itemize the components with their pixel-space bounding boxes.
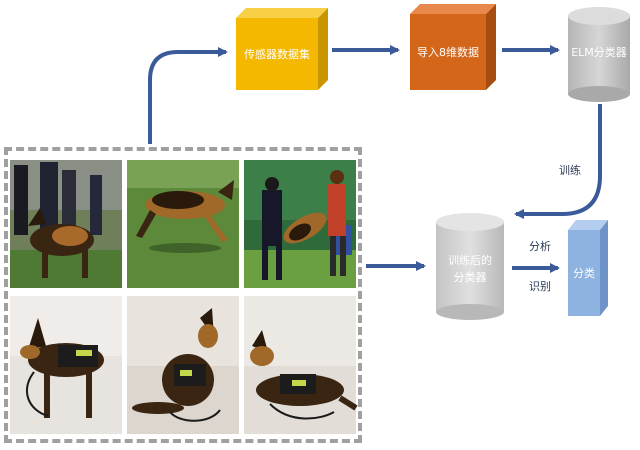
edge-label-train: 训练: [559, 163, 581, 177]
edge-label-recognize: 识别: [529, 280, 551, 293]
arrow-elm-to-trained: [514, 104, 602, 219]
sensor-dataset-label: 传感器数据集: [244, 47, 310, 61]
trained-classifier-cylinder: [436, 213, 504, 320]
trained-classifier-label-line2: 分类器: [454, 270, 487, 284]
import-data-box: [410, 4, 496, 90]
edge-label-analyze: 分析: [529, 239, 551, 253]
dog-photo-5: [127, 296, 239, 434]
classify-box: [568, 220, 608, 316]
dog-photo-3: [244, 160, 356, 288]
import-data-label: 导入8维数据: [417, 45, 479, 59]
dog-photo-2: [127, 160, 239, 288]
dog-photo-6: [244, 296, 358, 434]
classify-label: 分类: [573, 266, 595, 280]
dog-photo-1: [10, 160, 122, 288]
sensor-dataset-box: [236, 8, 328, 90]
elm-classifier-cylinder: [568, 7, 630, 102]
dog-photo-4: [10, 296, 122, 434]
trained-classifier-label-line1: 训练后的: [448, 253, 492, 267]
arrow-photos-to-sensor: [148, 47, 228, 144]
elm-classifier-label: ELM分类器: [571, 45, 627, 59]
